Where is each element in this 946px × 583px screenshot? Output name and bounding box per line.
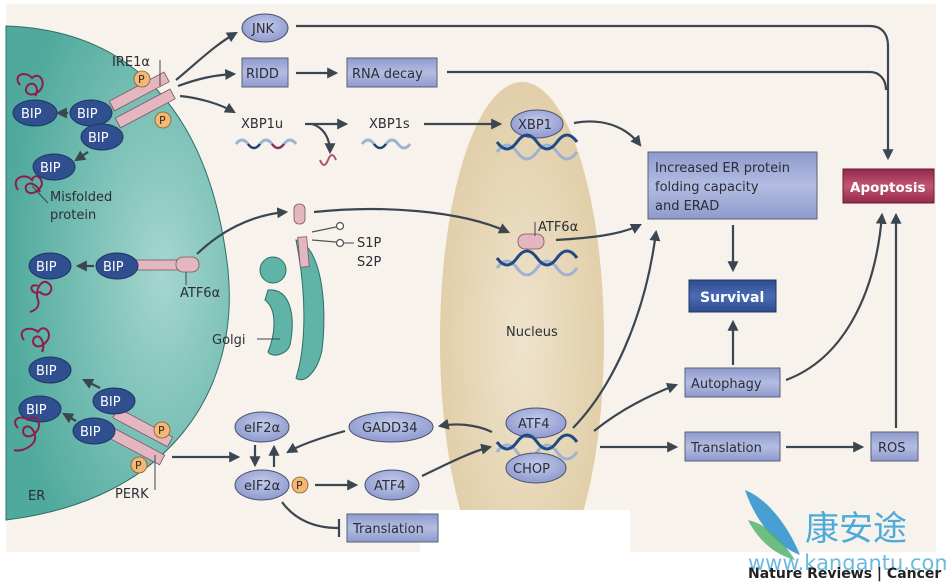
golgi-label: Golgi [212, 333, 246, 348]
autophagy-box [684, 367, 781, 398]
svg-text:BIP: BIP [40, 161, 61, 176]
gadd34-node [348, 411, 434, 443]
ridd-box [241, 57, 289, 88]
svg-text:P: P [296, 479, 303, 492]
folding-line-3: and ERAD [655, 199, 719, 214]
s1p-label: S1P [357, 236, 382, 251]
ros-label: ROS [878, 441, 906, 456]
svg-text:BIP: BIP [100, 395, 121, 410]
translation-box [684, 431, 781, 462]
phosphate-icon [153, 421, 171, 439]
ros-box [870, 431, 919, 462]
phosphate-icon [291, 476, 309, 494]
autophagy-label: Autophagy [691, 377, 762, 392]
phosphate-icon [133, 70, 151, 88]
svg-text:P: P [159, 114, 166, 127]
atf4-nuclear-label: ATF4 [518, 417, 550, 432]
chop-label: CHOP [513, 462, 550, 477]
ire1-label: IRE1α [112, 55, 150, 70]
eif2a-label: eIF2α [244, 421, 280, 436]
atf6-fragment [293, 203, 306, 225]
perk-receptor: P P [104, 407, 174, 490]
golgi [257, 236, 325, 381]
apoptosis-label: Apoptosis [850, 180, 925, 196]
nuclear-atf6-node [517, 233, 545, 250]
folding-line-1: Increased ER protein [655, 161, 790, 176]
phosphate-icon [154, 111, 172, 129]
dna-helix [495, 249, 579, 277]
eif2a-node [234, 411, 290, 443]
phosphate-icon [130, 456, 148, 474]
folding-line-2: folding capacity [655, 180, 759, 195]
xbp1-label: XBP1 [518, 118, 552, 133]
ridd-label: RIDD [246, 67, 279, 82]
atf4-nuclear-node [505, 407, 567, 439]
svg-text:BIP: BIP [103, 260, 124, 275]
eif2a-phospho-node [234, 469, 290, 501]
watermark: 康安途 www.kangantu.com [745, 490, 946, 575]
s2p-label: S2P [357, 255, 382, 270]
dna-helix [495, 433, 579, 461]
svg-text:P: P [138, 73, 145, 86]
folding-capacity-box [647, 151, 818, 220]
ire1-receptor: P P [108, 70, 176, 129]
misfolded-label-1: Misfolded [50, 190, 112, 205]
perk-label: PERK [115, 487, 149, 502]
translation-inhibited-box [346, 513, 439, 543]
svg-text:BIP: BIP [21, 107, 42, 122]
svg-text:www.kangantu.com: www.kangantu.com [748, 551, 946, 575]
svg-text:BIP: BIP [80, 425, 101, 440]
rna-decay-label: RNA decay [352, 67, 423, 82]
rna-decay-box [346, 57, 438, 88]
svg-text:P: P [135, 459, 142, 472]
credit-label: Nature Reviews | Cancer [748, 566, 941, 582]
atf6-label: ATF6α [180, 286, 220, 301]
bip-group-ire1: BIP BIP BIP BIP [12, 73, 124, 194]
svg-text:BIP: BIP [77, 107, 98, 122]
bip-group-atf6: BIP BIP [28, 252, 139, 313]
xbp1s-label: XBP1s [369, 117, 410, 132]
svg-text:康安途: 康安途 [805, 509, 907, 549]
atf4-cyto-label: ATF4 [374, 479, 406, 494]
svg-text:BIP: BIP [36, 364, 57, 379]
apoptosis-box [842, 168, 935, 204]
jnk-node [241, 13, 289, 43]
atf6-receptor [129, 256, 200, 285]
svg-text:P: P [158, 424, 165, 437]
bip-group-perk: BIP BIP BIP BIP [13, 327, 136, 452]
er-label: ER [28, 489, 45, 504]
survival-label: Survival [700, 290, 764, 306]
dna-helix [495, 133, 579, 161]
nucleus-label: Nucleus [506, 325, 558, 340]
gadd34-label: GADD34 [362, 421, 418, 436]
scissors-icon [311, 221, 354, 248]
jnk-label: JNK [251, 22, 275, 37]
svg-text:BIP: BIP [36, 260, 57, 275]
nuclear-atf6-label: ATF6α [538, 220, 578, 235]
survival-box [688, 279, 777, 313]
translation-label: Translation [690, 441, 762, 456]
translation-inhibited-label: Translation [352, 522, 424, 537]
chop-node [505, 452, 567, 484]
xbp1u-label: XBP1u [241, 117, 283, 132]
svg-text:BIP: BIP [88, 131, 109, 146]
eif2a-phospho-label: eIF2α [244, 479, 280, 494]
atf4-cyto-node [364, 469, 420, 501]
misfolded-label-2: protein [50, 208, 96, 223]
xbp1-node [510, 109, 564, 139]
svg-text:BIP: BIP [26, 403, 47, 418]
